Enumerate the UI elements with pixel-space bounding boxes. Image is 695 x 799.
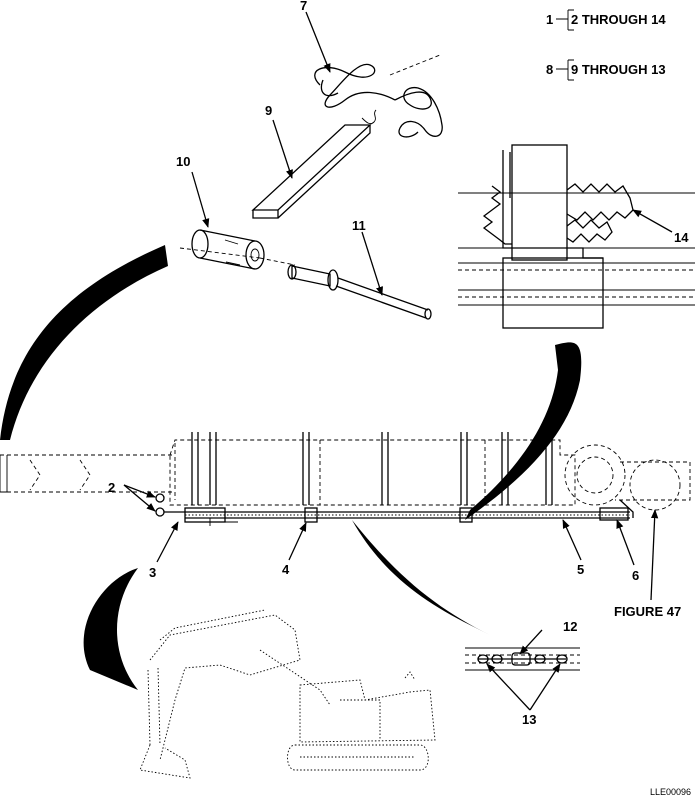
callout-13: 13	[522, 712, 536, 727]
callout-labels: 7 9 10 11 14 2 3 4 5 6 12 13	[108, 0, 689, 727]
callout-10: 10	[176, 154, 190, 169]
callout-2: 2	[108, 480, 115, 495]
hairpin-cotter-pin	[314, 54, 443, 138]
shim-strip	[251, 109, 377, 219]
file-id: LLE00096	[650, 787, 691, 797]
legend-2-bracket	[556, 59, 574, 81]
legend-1-range: 2 THROUGH 14	[571, 12, 666, 27]
detail-view-14	[458, 144, 695, 329]
legend-1-parent: 1	[546, 12, 553, 27]
callout-11: 11	[352, 218, 366, 233]
legend-1-bracket	[556, 9, 574, 31]
boom-cylinder-assembly	[0, 432, 691, 526]
excavator-illustration	[139, 609, 436, 779]
connector-wedge-bottom-right	[352, 520, 490, 635]
connector-wedge-top-left	[0, 245, 168, 440]
legend-2-parent: 8	[546, 62, 553, 77]
callout-4: 4	[282, 562, 290, 577]
callout-3: 3	[149, 565, 156, 580]
connector-wedge-right	[465, 342, 582, 520]
callout-9: 9	[265, 103, 272, 118]
figure-reference: FIGURE 47	[614, 604, 681, 619]
connector-wedge-bottom-left	[83, 568, 138, 690]
pop-rivet	[287, 264, 432, 320]
leader-lines	[123, 11, 673, 711]
tube-sleeve	[179, 229, 296, 270]
callout-5: 5	[577, 562, 584, 577]
callout-7: 7	[300, 0, 307, 13]
callout-12: 12	[563, 619, 577, 634]
legend-2-range: 9 THROUGH 13	[571, 62, 666, 77]
callout-14: 14	[674, 230, 689, 245]
legend: 1 2 THROUGH 14 8 9 THROUGH 13	[546, 9, 666, 81]
callout-6: 6	[632, 568, 639, 583]
